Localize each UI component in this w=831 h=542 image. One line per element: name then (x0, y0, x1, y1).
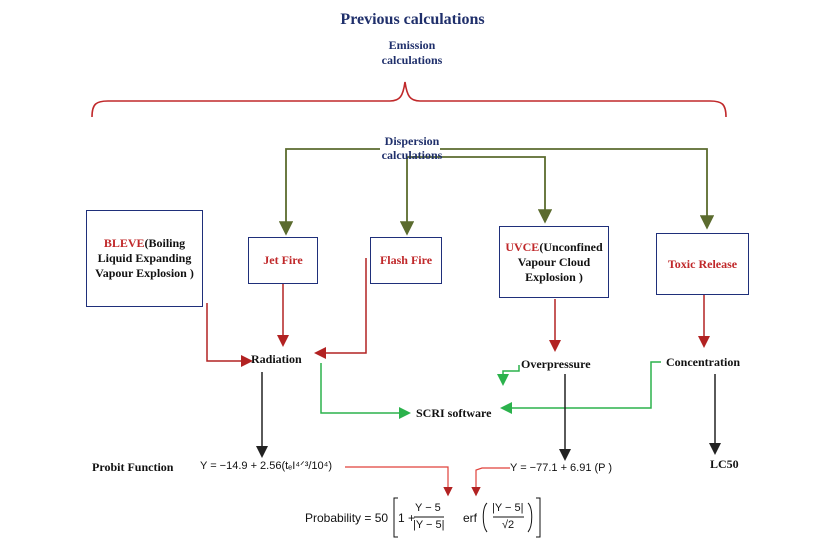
bleve-line-3: Vapour Explosion ) (95, 266, 194, 280)
red-arrows (206, 258, 710, 367)
emission-brace (91, 81, 727, 118)
probit-function-label: Probit Function (92, 460, 174, 474)
erf-label: erf (463, 511, 478, 525)
dispersion-label: Dispersion calculations (372, 134, 452, 162)
fraction-denominator: |Y − 5| (413, 519, 445, 531)
uvce-line-2: Vapour Cloud (517, 254, 591, 269)
scri-software-label: SCRI software (416, 406, 492, 420)
emission-label: Emission calculations (352, 38, 472, 68)
dispersion-line-1: Dispersion (384, 134, 440, 148)
flash-fire-box: Flash Fire (370, 237, 442, 284)
formula-brackets (393, 497, 541, 538)
black-arrows (256, 372, 721, 461)
toxic-release-box: Toxic Release (656, 233, 749, 295)
emission-line-2: calculations (381, 53, 443, 67)
uvce-line-3: Explosion ) (525, 269, 583, 284)
bleve-rest: (Boiling (144, 236, 186, 250)
erf-denominator: √2 (502, 519, 515, 531)
probability-one-plus: 1 + (398, 511, 416, 525)
erf-numerator: |Y − 5| (492, 502, 524, 514)
uvce-box: UVCE(Unconfined Vapour Cloud Explosion ) (499, 226, 609, 298)
uvce-rest: (Unconfined (539, 239, 603, 254)
fraction-numerator: Y − 5 (415, 502, 441, 514)
lc50-label: LC50 (710, 457, 739, 471)
probability-prefix: Probability = 50 (305, 511, 389, 525)
dispersion-line-2: calculations (381, 148, 443, 162)
page-title: Previous calculations (340, 11, 485, 28)
jet-fire-box: Jet Fire (248, 237, 318, 284)
emission-line-1: Emission (388, 38, 436, 52)
dispersion-lines (278, 148, 715, 236)
green-arrows (320, 361, 661, 419)
probability-arrows (345, 466, 510, 497)
radiation-probit-equation: Y = −14.9 + 2.56(tₑI⁴ᐟ³/10⁴) (200, 460, 333, 472)
bleve-name: BLEVE (103, 236, 145, 250)
uvce-name: UVCE (505, 239, 540, 254)
radiation-label: Radiation (251, 352, 302, 366)
bleve-line-2: Liquid Expanding (97, 251, 192, 265)
bleve-box: BLEVE(Boiling Liquid Expanding Vapour Ex… (86, 210, 203, 307)
overpressure-probit-equation: Y = −77.1 + 6.91 (P ) (510, 462, 613, 474)
overpressure-label: Overpressure (521, 357, 591, 371)
concentration-label: Concentration (666, 355, 740, 369)
